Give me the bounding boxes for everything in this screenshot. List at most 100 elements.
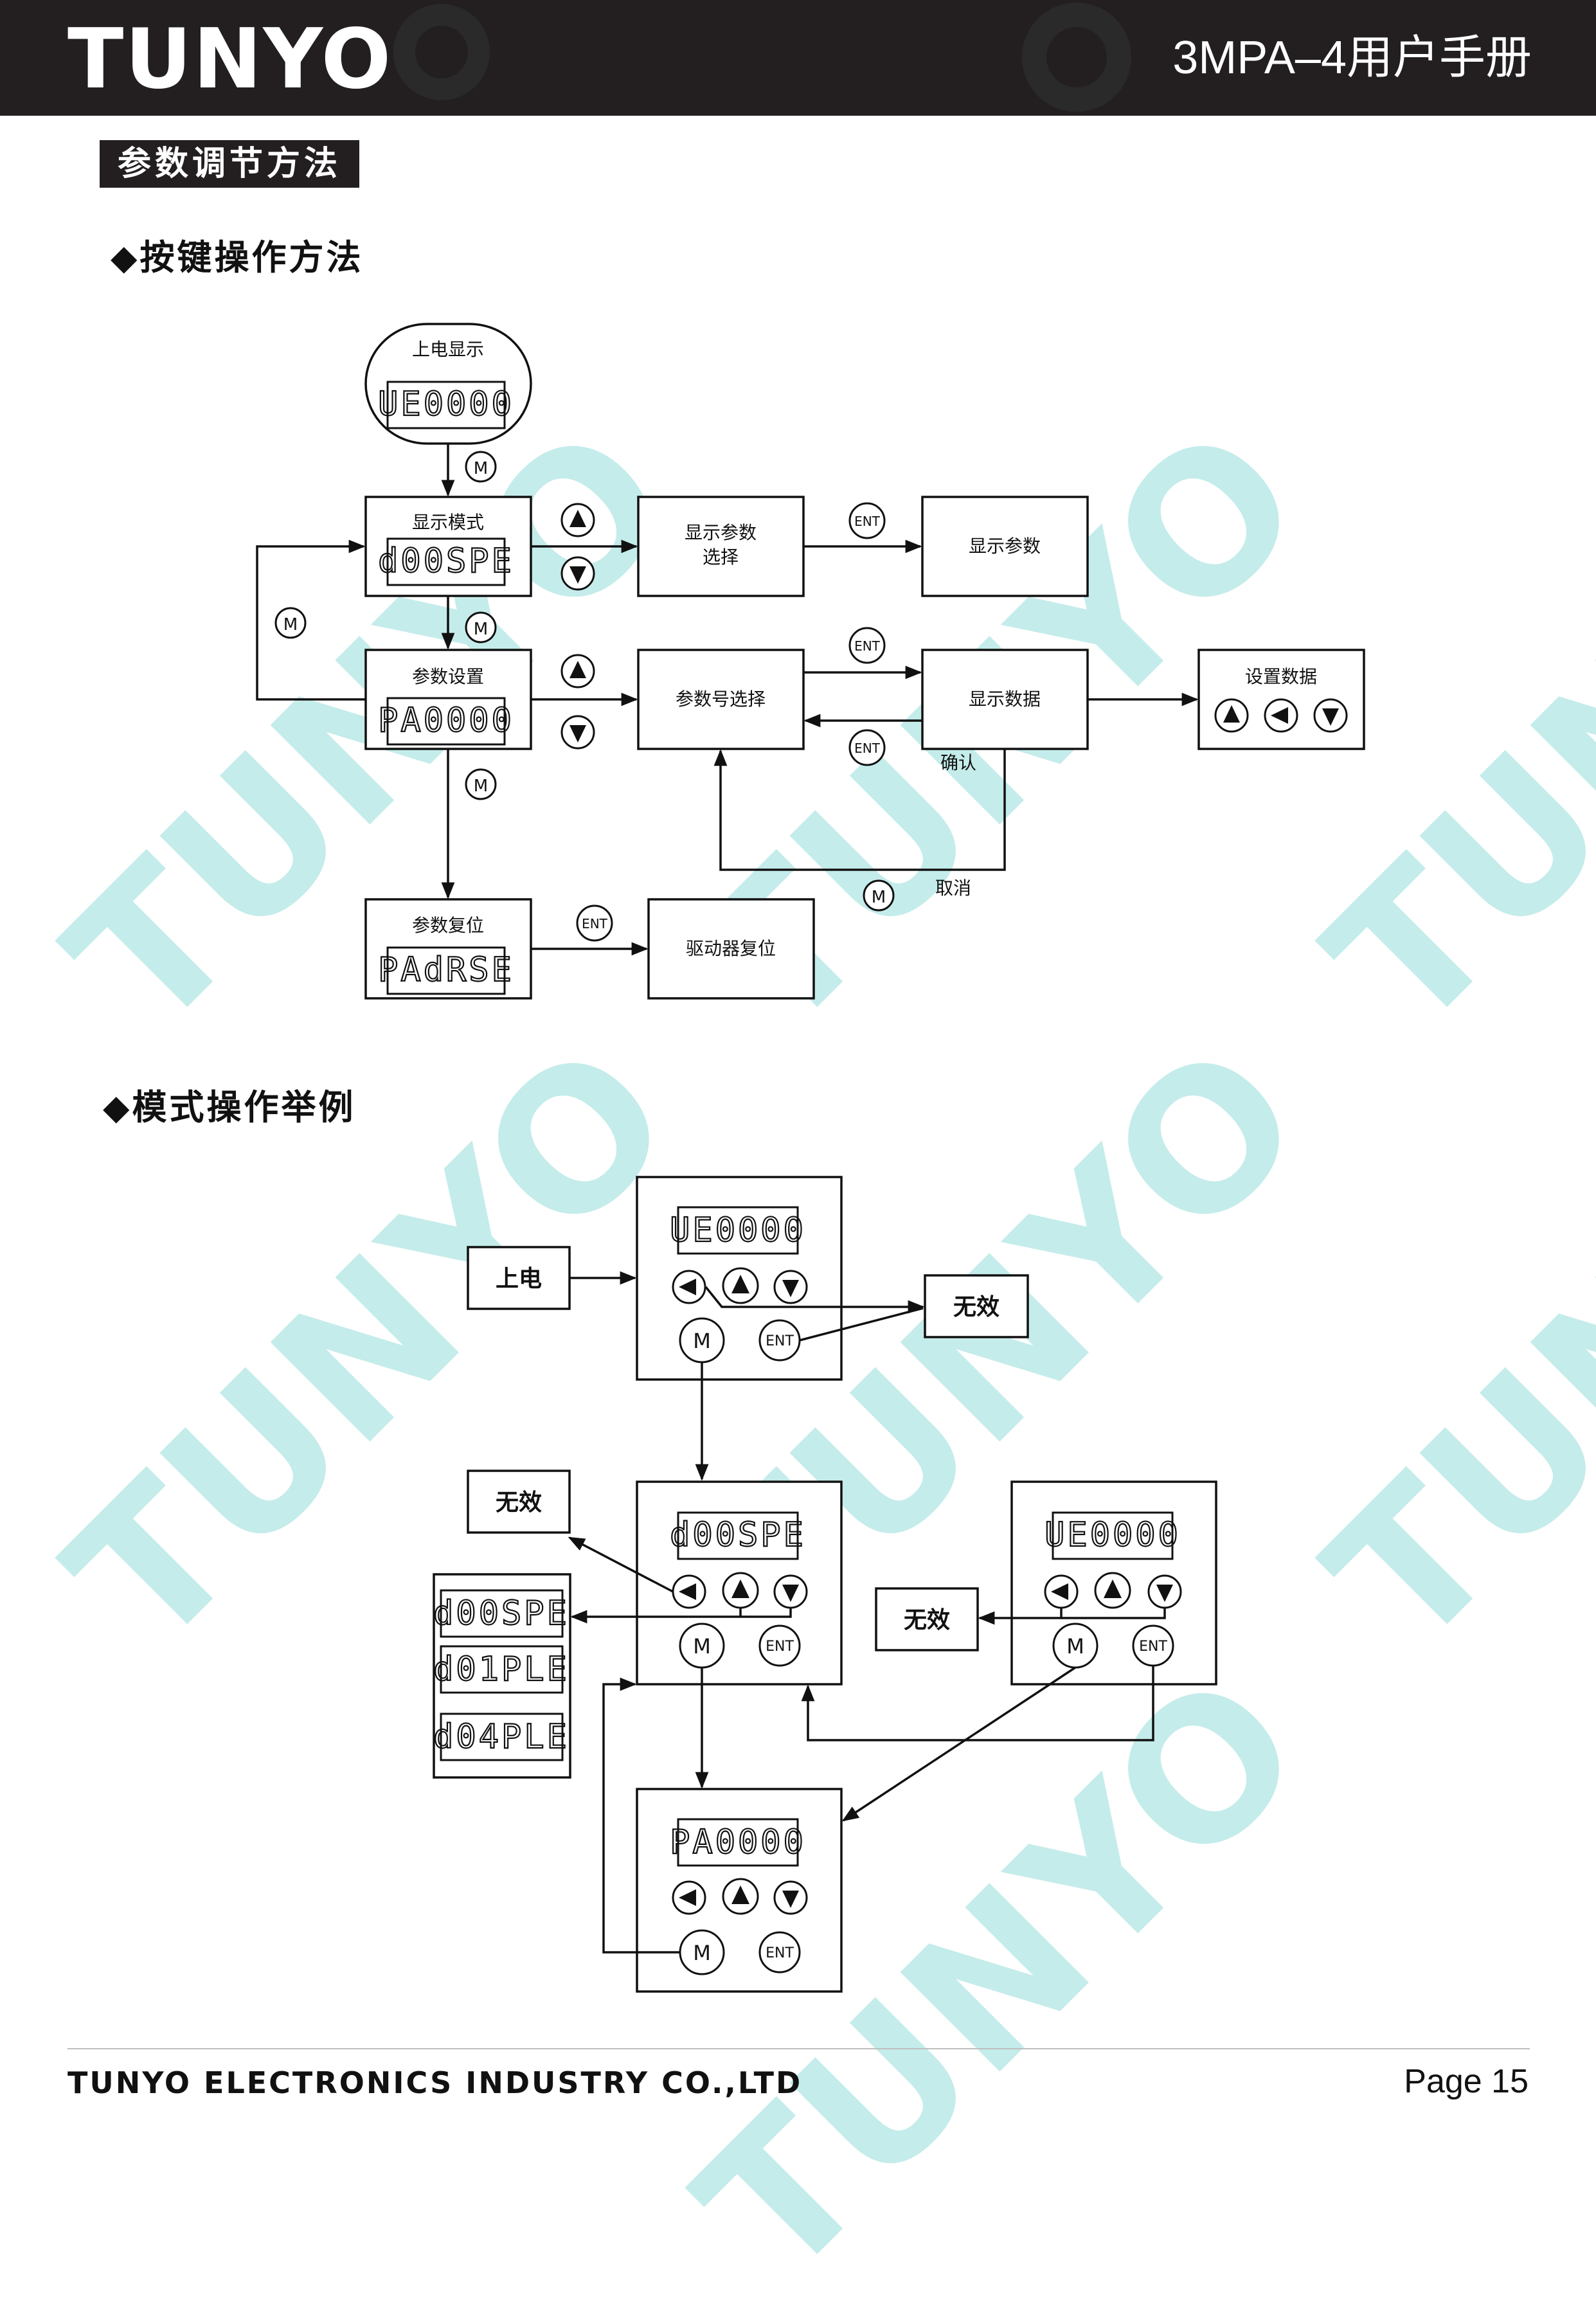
list-display-1: d00SPE [433,1594,569,1633]
show-param-label: 显示参数 [969,535,1041,557]
svg-text:M: M [474,777,488,796]
m-key-icon: M [465,451,497,483]
left-key-icon [1264,698,1298,733]
param-reset-box: 参数复位 PAdRSE [364,898,532,1000]
m-key-icon: M [465,768,497,800]
param-number-box: 参数号选择 [637,649,805,750]
ent-key-icon: ENT [758,1319,801,1362]
down-key-icon [560,715,595,750]
show-data-box: 显示数据 [921,649,1089,750]
param-setting-box: 参数设置 PA0000 [364,649,532,750]
keypad-panel-4: UE0000 ENT [1010,1480,1217,1686]
keypad-panel-2: d00SPE ENT [636,1480,843,1686]
svg-text:M: M [474,459,488,478]
m-key-label: M [693,1634,711,1659]
down-key-icon [1313,698,1348,733]
param-number-label: 参数号选择 [676,688,766,710]
invalid-label: 无效 [904,1607,950,1633]
m-key-icon: M [863,879,895,912]
drive-reset-label: 驱动器复位 [686,938,776,959]
invalid-box: 无效 [875,1587,979,1651]
list-display-2: d01PLE [433,1650,569,1689]
set-data-box: 设置数据 [1197,649,1365,750]
left-key-icon [672,1880,706,1915]
invalid-box: 无效 [924,1274,1029,1338]
m-key-icon: M [465,611,497,643]
svg-text:M: M [872,888,886,907]
drive-reset-box: 驱动器复位 [647,898,815,1000]
show-data-label: 显示数据 [969,688,1041,710]
footer-company: TUNYO ELECTRONICS INDUSTRY CO.,LTD [67,2065,803,2100]
invalid-box: 无效 [467,1470,571,1534]
section-title: 参数调节方法 [100,140,360,188]
power-on-box: 上电 [467,1246,571,1310]
panel1-display: UE0000 [670,1211,806,1250]
list-display-3: d04PLE [433,1718,569,1756]
svg-text:ENT: ENT [766,1945,794,1961]
display-mode-box: 显示模式 d00SPE [364,496,532,597]
manual-title: 3MPA–4用户手册 [1172,32,1532,84]
down-key-icon [773,1270,808,1304]
display-list-panel: d00SPE d01PLE d04PLE [433,1573,571,1779]
svg-text:ENT: ENT [582,916,608,931]
show-param-box: 显示参数 [921,496,1089,597]
m-key-label: M [693,1329,711,1353]
brand-logo: TUNYO [67,12,393,107]
keypad-panel-1: UE0000 ENT [636,1176,843,1381]
left-key-icon [1044,1574,1079,1609]
mode-example-heading: ◆模式操作举例 [103,1087,356,1128]
ent-key-icon: ENT [758,1931,801,1974]
ent-key-icon: ENT [1132,1624,1174,1667]
panel3-display: PA0000 [670,1823,806,1862]
svg-text:ENT: ENT [854,741,881,756]
key-operation-heading: ◆按键操作方法 [111,237,364,278]
up-key-icon [560,503,595,537]
m-key-label: M [693,1941,711,1965]
down-key-icon [773,1574,808,1609]
up-key-icon [722,1267,759,1304]
invalid-label: 无效 [953,1294,1000,1320]
up-key-icon [1214,698,1249,733]
param-select-mode-box: 显示参数 选择 [637,496,805,597]
ent-key-icon: ENT [848,627,886,664]
panel2-display: d00SPE [670,1516,806,1554]
ent-key-icon: ENT [848,502,886,539]
m-key-icon: M [274,607,307,639]
footer-divider [67,2048,1530,2049]
cancel-label: 取消 [935,877,971,899]
up-key-icon [560,654,595,688]
power-on-label: 上电 [496,1266,542,1292]
ent-key-icon: ENT [848,729,886,766]
invalid-label: 无效 [496,1489,542,1516]
left-key-icon [672,1270,706,1304]
param-select-mode-label-2: 选择 [703,546,739,568]
page-header: TUNYO 3MPA–4用户手册 [0,0,1596,116]
up-key-icon [722,1878,759,1915]
confirm-label: 确认 [940,752,976,773]
flow-diagrams: .bx{fill:#fff;stroke:#111;stroke-width:3… [256,323,1365,1993]
svg-text:ENT: ENT [1139,1639,1167,1655]
svg-text:ENT: ENT [854,638,881,654]
panel4-display: UE0000 [1045,1516,1181,1554]
power-on-display: UE0000 [378,385,514,424]
param-reset-display: PAdRSE [378,951,514,989]
svg-text:ENT: ENT [766,1639,794,1655]
display-mode-display: d00SPE [378,542,514,580]
svg-text:ENT: ENT [854,514,881,529]
up-key-icon [1094,1572,1131,1609]
up-key-icon [722,1572,759,1609]
svg-text:ENT: ENT [766,1333,794,1349]
svg-text:M: M [474,620,488,639]
ent-key-icon: ENT [576,904,613,942]
down-key-icon [773,1880,808,1915]
param-setting-label: 参数设置 [412,666,484,687]
keypad-panel-3: PA0000 ENT [636,1788,843,1993]
left-key-icon [672,1574,706,1609]
ent-key-icon: ENT [758,1624,801,1667]
param-reset-label: 参数复位 [412,915,484,936]
svg-text:M: M [283,615,298,634]
param-setting-display: PA0000 [378,701,514,740]
param-select-mode-label-1: 显示参数 [685,522,757,543]
set-data-label: 设置数据 [1245,666,1317,687]
power-on-box: 上电显示 UE0000 [364,323,532,445]
